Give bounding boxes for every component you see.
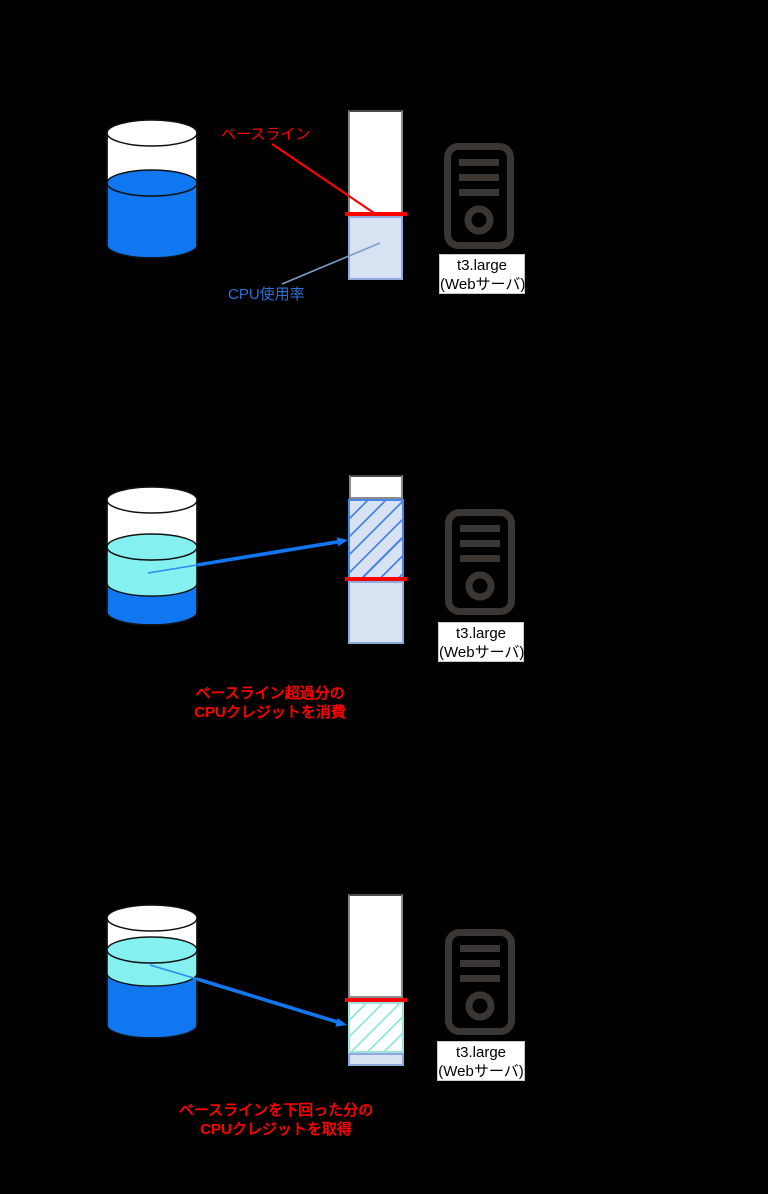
server-label: t3.large (Webサーバ) [439,254,525,294]
cpu-usage-bar-above-burst [349,475,403,499]
earn-caption: ベースラインを下回った分の CPUクレジットを取得 [156,1101,396,1139]
cpu-credit-earn-hatch [348,1002,404,1053]
baseline-marker-line [345,212,407,216]
server-role: (Webサーバ) [440,276,526,293]
server-label: t3.large (Webサーバ) [438,622,524,662]
cpu-credit-bucket-icon [106,904,198,1039]
burst-caption-line1: ベースライン超過分の [195,685,345,702]
cpu-usage-label: CPU使用率 [228,286,305,303]
cpu-usage-callout-line [281,242,381,285]
credit-consume-arrow [196,539,341,567]
cpu-credit-bucket-icon [106,119,198,259]
cpu-usage-bar-above-baseline [348,110,403,214]
server-tower-icon [445,509,515,615]
server-role: (Webサーバ) [438,1063,524,1080]
earn-caption-line1: ベースラインを下回った分の [178,1102,374,1119]
cpu-usage-bar-above-baseline [348,894,403,998]
cpu-usage-bar-fill [348,216,403,280]
server-name: t3.large [456,257,508,274]
baseline-callout-line [271,143,375,214]
server-tower-icon [444,143,514,249]
cpu-credit-bucket-icon [106,486,198,626]
server-name: t3.large [455,1044,507,1061]
burst-caption-line2: CPUクレジットを消費 [194,704,346,721]
cpu-usage-bar-fill [348,581,404,644]
burst-caption: ベースライン超過分の CPUクレジットを消費 [150,684,390,722]
credit-earn-arrow-tail [149,964,198,980]
server-role: (Webサーバ) [439,644,525,661]
credit-consume-arrow-tail [147,564,198,574]
cpu-usage-bar-fill [348,1053,404,1066]
baseline-label: ベースライン [221,126,311,143]
earn-caption-line2: CPUクレジットを取得 [200,1121,352,1138]
credit-consume-arrowhead [336,537,348,547]
server-tower-icon [445,929,515,1035]
cpu-usage-burst-hatch [348,499,404,579]
server-name: t3.large [455,625,507,642]
server-label: t3.large (Webサーバ) [437,1041,525,1081]
baseline-marker-line [345,998,407,1002]
credit-earn-arrowhead [335,1018,347,1027]
baseline-marker-line [345,577,407,581]
credit-earn-arrow [196,977,340,1025]
